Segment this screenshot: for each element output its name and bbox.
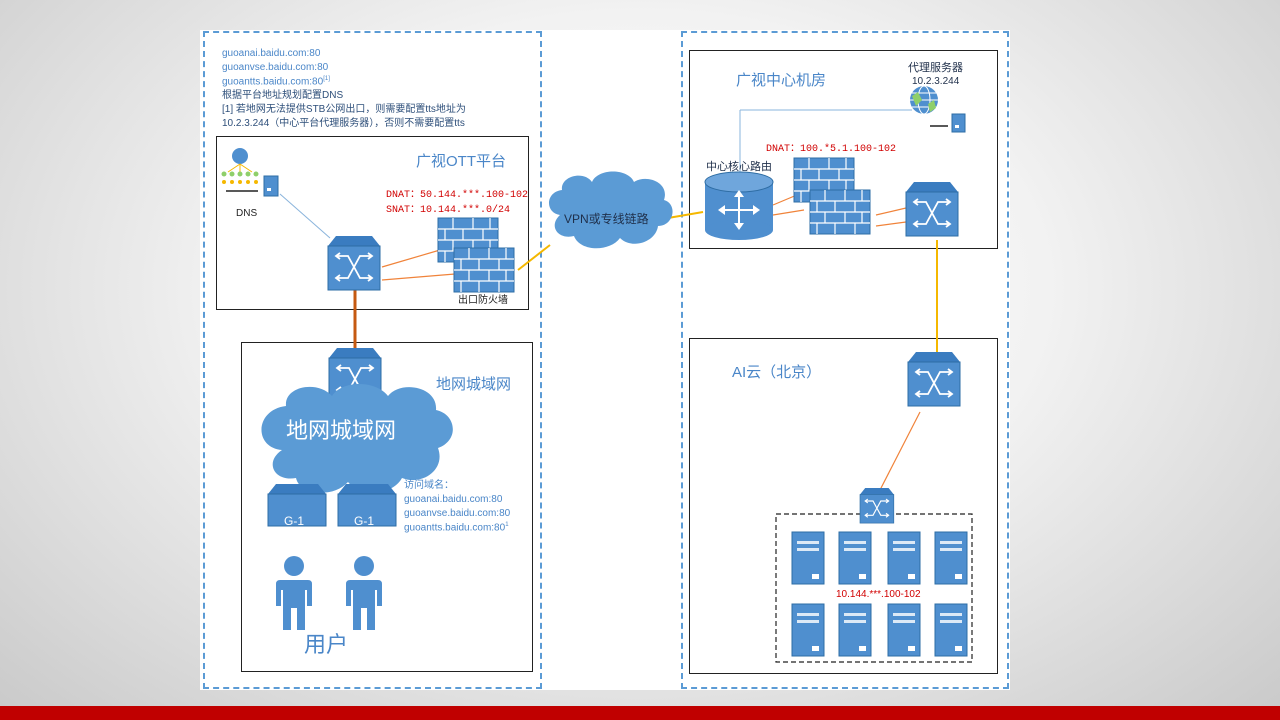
ai-cloud-switch-icon	[907, 351, 961, 407]
ott-snat-label: SNAT：10.144.***.0/24	[386, 205, 511, 216]
server-icon	[838, 531, 872, 585]
proxy-server-title: 代理服务器	[908, 62, 963, 74]
domains-title: 访问域名：	[404, 480, 454, 491]
diagram-slide: guoanai.baidu.com:80 guoanvse.baidu.com:…	[200, 30, 1010, 690]
firewall-to-center-switch-link-a	[875, 207, 907, 216]
server-icon	[791, 531, 825, 585]
server-ip-range-label: 10.144.***.100-102	[836, 589, 921, 600]
firewall-to-vpn-link	[517, 244, 551, 271]
bottom-accent-bar	[0, 706, 1280, 720]
egress-firewall-icon	[437, 217, 515, 293]
ai-switch-to-server-switch-link	[879, 411, 921, 491]
server-icon	[934, 531, 968, 585]
vpn-cloud-icon	[548, 171, 673, 249]
note-line-vse-domain: guoanvse.baidu.com:80	[222, 62, 329, 73]
note-line-footnote-1: [1] 若地网无法提供STB公网出口，则需要配置tts地址为	[222, 104, 466, 115]
metro-network-title: 地网城域网	[436, 376, 512, 393]
server-icon	[887, 603, 921, 657]
ott-platform-title: 广视OTT平台	[416, 153, 506, 170]
domain-item-tts-text: guoantts.baidu.com:80	[404, 522, 506, 534]
center-firewall-icon	[793, 157, 871, 235]
ai-cloud-title: AI云（北京）	[732, 364, 822, 381]
diagram-graphics	[221, 85, 973, 663]
metro-cloud-label: 地网城域网	[286, 418, 397, 443]
dns-to-switch-link	[279, 193, 331, 239]
user-icon-left	[276, 556, 312, 630]
switch-to-firewall-link-b	[381, 273, 456, 281]
center-room-title: 广视中心机房	[736, 72, 827, 89]
ott-dnat-label: DNAT：50.144.***.100-102	[386, 190, 529, 201]
server-icon	[791, 603, 825, 657]
domain-item-vse: guoanvse.baidu.com:80	[404, 508, 511, 519]
server-icon	[887, 531, 921, 585]
proxy-server-ip: 10.2.3.244	[912, 76, 960, 87]
server-cluster-switch-icon	[859, 487, 895, 524]
core-router-label: 中心核心路由	[706, 161, 772, 173]
vpn-to-router-link	[667, 211, 704, 219]
g1-box-right-label: G-1	[354, 514, 375, 528]
domain-item-tts: guoantts.baidu.com:801	[404, 522, 509, 534]
domain-item-ai: guoanai.baidu.com:80	[404, 494, 503, 505]
proxy-server-icon	[910, 85, 966, 133]
note-tts-domain-text: guoantts.baidu.com:80	[222, 76, 324, 88]
center-switch-icon	[905, 181, 959, 237]
server-icon	[838, 603, 872, 657]
core-router-icon	[704, 171, 774, 240]
switch-to-firewall-link-a	[381, 249, 441, 268]
vpn-link-label: VPN或专线链路	[564, 212, 649, 226]
center-dnat-label: DNAT：100.*5.1.100-102	[766, 144, 897, 155]
metro-cloud-icon	[261, 384, 453, 493]
note-line-ai-domain: guoanai.baidu.com:80	[222, 48, 321, 59]
left-dashed-panel	[203, 31, 542, 689]
dns-label: DNS	[236, 208, 258, 219]
g1-box-left-label: G-1	[284, 514, 305, 528]
egress-firewall-label: 出口防火墙	[458, 295, 508, 306]
domain-tts-footnote-mark: 1	[505, 522, 509, 528]
note-line-tts-domain: guoantts.baidu.com:80[1]	[222, 76, 330, 88]
right-dashed-panel	[681, 31, 1009, 689]
note-line-footnote-2: 10.2.3.244（中心平台代理服务器），否则不需要配置tts	[222, 118, 465, 129]
router-to-firewall-link-b	[772, 209, 805, 216]
note-tts-footnote-mark: [1]	[323, 76, 330, 82]
users-label: 用户	[304, 632, 349, 657]
firewall-to-center-switch-link-b	[875, 221, 907, 227]
note-line-dns-config: 根据平台地址规划配置DNS	[222, 90, 344, 101]
server-icon	[934, 603, 968, 657]
dns-server-icon	[221, 148, 279, 197]
ott-switch-icon	[327, 235, 381, 291]
user-icon-right	[346, 556, 382, 630]
